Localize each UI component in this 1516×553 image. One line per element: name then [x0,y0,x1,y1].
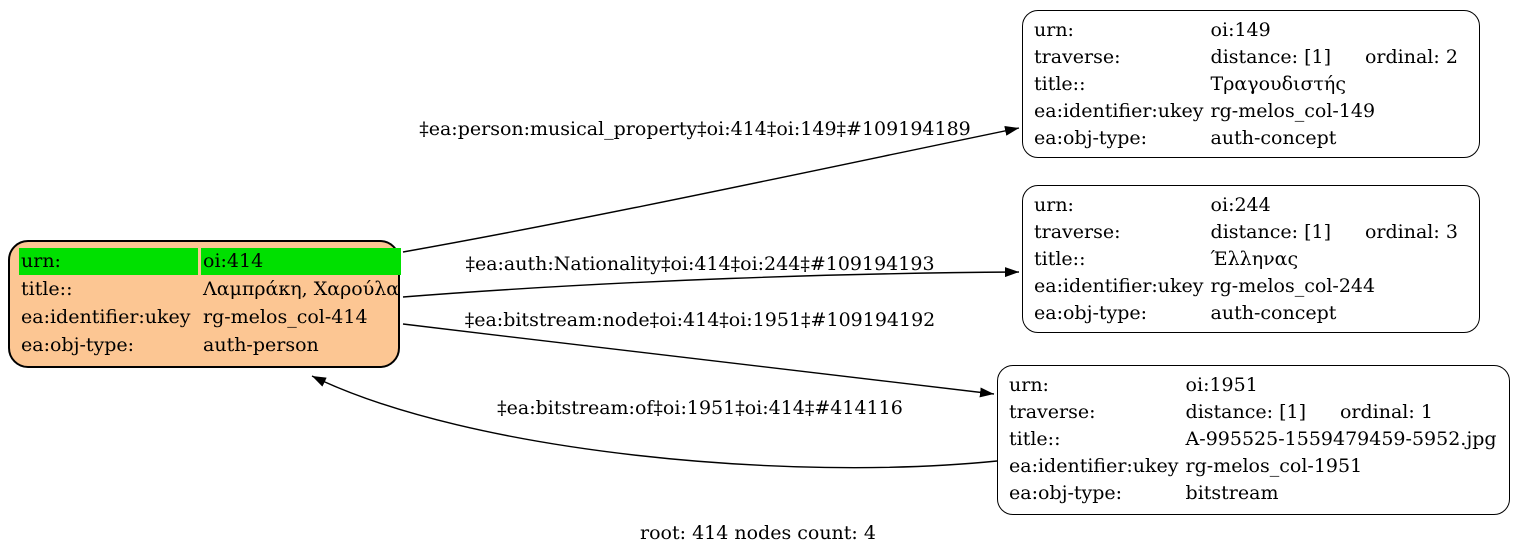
attribute-row-urn: urn: oi:1951 [1007,372,1499,398]
field-value: oi:244 [1210,194,1271,216]
distance-value: distance: [1] [1185,401,1306,423]
field-label: traverse: [1034,46,1121,68]
edge-bitstream-node-line [402,323,995,398]
attribute-row-urn: urn: oi:244 [1032,192,1460,218]
attribute-row-title: title:: Λαμπράκη, Χαρούλα [19,276,401,303]
attribute-row-title: title:: A-995525-1559479459-5952.jpg [1007,426,1499,452]
attribute-row-traverse: traverse: distance: [1] ordinal: 1 [1007,399,1499,425]
attribute-row-ukey: ea:identifier:ukey rg-melos_col-244 [1032,273,1460,299]
attribute-table: urn: oi:244 traverse: distance: [1] ordin… [1029,191,1463,327]
attribute-row-traverse: traverse: distance: [1] ordinal: 2 [1032,44,1460,70]
edge-musical-property-line [402,125,1020,253]
attribute-row-urn: urn: oi:149 [1032,17,1460,43]
edge-label-bitstream-node: ‡ea:bitstream:node‡oi:414‡oi:1951‡#10919… [464,309,936,331]
field-label: title:: [1009,428,1061,450]
field-value: rg-melos_col-149 [1210,100,1376,122]
attribute-row-urn: urn: oi:414 [19,248,402,275]
field-value: rg-melos_col-414 [203,306,368,328]
field-label: ea:identifier:ukey [1034,100,1204,122]
attribute-row-ukey: ea:identifier:ukey rg-melos_col-414 [19,304,401,331]
node-oi149: urn: oi:149 traverse: distance: [1] ordin… [1022,10,1480,158]
field-label: ea:obj-type: [21,334,135,356]
distance-value: distance: [1] [1210,46,1331,68]
field-label: traverse: [1034,221,1121,243]
attribute-row-ukey: ea:identifier:ukey rg-melos_col-1951 [1007,453,1499,479]
attribute-row-title: title:: Έλληνας [1032,246,1460,272]
attribute-row-ukey: ea:identifier:ukey rg-melos_col-149 [1032,98,1460,124]
field-label: ea:identifier:ukey [21,306,191,328]
edge-label-musical-property: ‡ea:person:musical_property‡oi:414‡oi:14… [419,118,971,140]
field-label: urn: [19,248,198,275]
attribute-row-objtype: ea:obj-type: auth-concept [1032,300,1460,326]
field-label: title:: [1034,248,1086,270]
attribute-table: urn: oi:414 title:: Λαμπράκη, Χαρούλα ea… [16,247,404,360]
node-oi1951: urn: oi:1951 traverse: distance: [1] ordi… [997,365,1510,515]
edge-label-nationality: ‡ea:auth:Nationality‡oi:414‡oi:244‡#1091… [465,253,935,275]
field-value: distance: [1] ordinal: 2 [1209,44,1460,70]
ordinal-value: ordinal: 1 [1339,401,1433,423]
field-value: distance: [1] ordinal: 3 [1209,219,1460,245]
edge-bitstream-of-line [311,375,998,469]
attribute-row-title: title:: Τραγουδιστής [1032,71,1460,97]
field-label: urn: [1034,19,1074,41]
attribute-table: urn: oi:149 traverse: distance: [1] ordin… [1029,16,1463,152]
edge-label-bitstream-of: ‡ea:bitstream:of‡oi:1951‡oi:414‡#414116 [497,397,903,419]
edge-nationality-line [402,267,1020,298]
ordinal-value: ordinal: 2 [1364,46,1458,68]
attribute-row-objtype: ea:obj-type: auth-concept [1032,125,1460,151]
field-value: rg-melos_col-244 [1210,275,1376,297]
distance-value: distance: [1] [1210,221,1331,243]
attribute-row-objtype: ea:obj-type: auth-person [19,332,401,359]
field-label: urn: [1034,194,1074,216]
field-value: oi:149 [1210,19,1271,41]
attribute-row-objtype: ea:obj-type: bitstream [1007,480,1499,506]
field-value: auth-concept [1210,302,1337,324]
node-oi244: urn: oi:244 traverse: distance: [1] ordin… [1022,185,1480,333]
node-root-oi414: urn: oi:414 title:: Λαμπράκη, Χαρούλα ea… [8,240,402,368]
attribute-table: urn: oi:1951 traverse: distance: [1] ordi… [1004,371,1502,507]
field-value: bitstream [1185,482,1279,504]
field-value: rg-melos_col-1951 [1185,455,1363,477]
field-value: distance: [1] ordinal: 1 [1184,399,1499,425]
field-label: ea:identifier:ukey [1034,275,1204,297]
field-label: ea:obj-type: [1034,302,1148,324]
field-label: ea:obj-type: [1009,482,1123,504]
field-value: Λαμπράκη, Χαρούλα [203,278,400,300]
field-value: Έλληνας [1210,248,1299,270]
ordinal-value: ordinal: 3 [1364,221,1458,243]
attribute-row-traverse: traverse: distance: [1] ordinal: 3 [1032,219,1460,245]
footer-status: root: 414 nodes count: 4 [640,522,876,544]
field-label: traverse: [1009,401,1096,423]
field-value: auth-concept [1210,127,1337,149]
field-label: title:: [21,278,73,300]
field-value: oi:1951 [1185,374,1258,396]
field-value: oi:414 [201,248,402,275]
field-label: urn: [1009,374,1049,396]
field-value: A-995525-1559479459-5952.jpg [1185,428,1497,450]
field-value: auth-person [203,334,319,356]
field-value: Τραγουδιστής [1210,73,1346,95]
field-label: ea:obj-type: [1034,127,1148,149]
field-label: ea:identifier:ukey [1009,455,1179,477]
field-label: title:: [1034,73,1086,95]
